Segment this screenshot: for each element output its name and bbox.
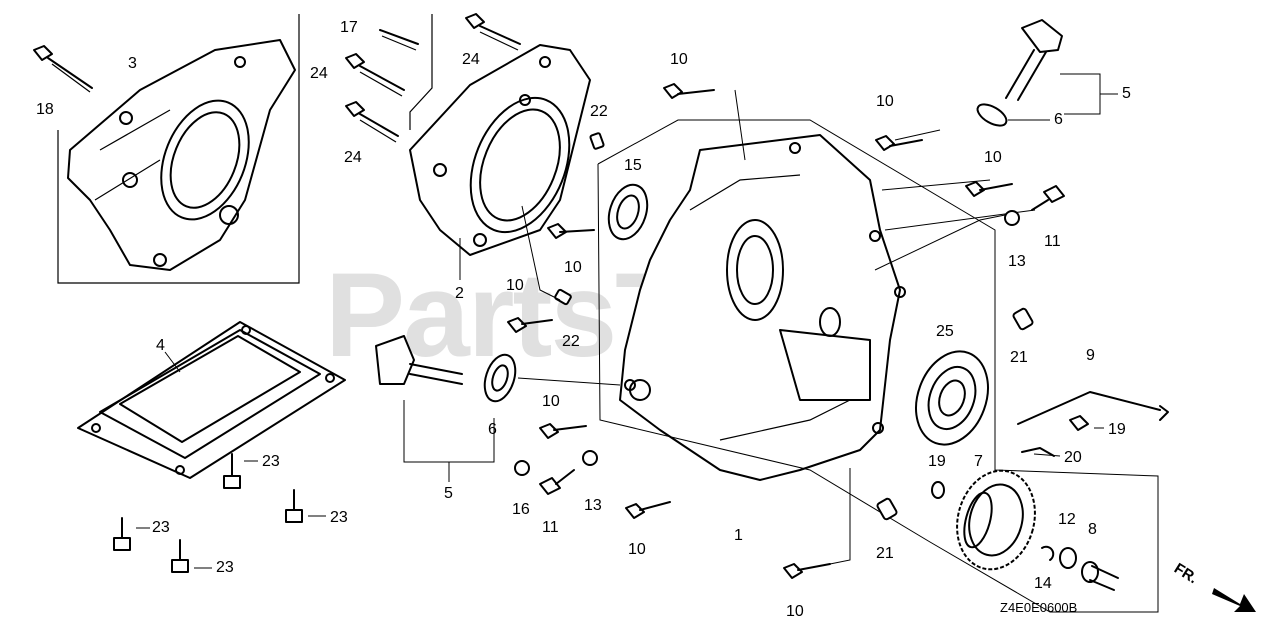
- oil-seal-6-lower: [483, 353, 517, 403]
- bolt-11-bottom: [539, 469, 575, 495]
- bolt-24-top: [465, 13, 521, 51]
- bolt-24-low: [345, 101, 399, 143]
- bolt-10-mid-left: [507, 317, 553, 333]
- base-plate-4: [77, 321, 346, 479]
- dipstick-5-lower: [375, 335, 463, 385]
- bolt-10-top: [663, 83, 715, 99]
- bolt-23-a: [223, 453, 241, 489]
- bolt-23-c: [113, 517, 131, 551]
- nut-19-right: [1069, 415, 1089, 431]
- washer-6-upper: [976, 103, 1008, 127]
- callout-13: 13: [1008, 253, 1026, 270]
- front-arrow-icon: [1212, 588, 1256, 612]
- part-3-flange: [67, 39, 296, 271]
- callout-10: 10: [506, 277, 524, 294]
- dipstick-5-upper: [1005, 19, 1063, 101]
- callout-13: 13: [584, 497, 602, 514]
- bolt-11-right: [1031, 185, 1065, 211]
- callout-5: 5: [444, 485, 453, 502]
- dowel-21-lower: [876, 497, 898, 521]
- gear-7: [956, 469, 1036, 571]
- callout-4: 4: [156, 337, 165, 354]
- callout-10: 10: [628, 541, 646, 558]
- callout-16: 16: [512, 501, 530, 518]
- bolt-18: [33, 45, 93, 93]
- callout-10: 10: [786, 603, 804, 620]
- callout-15: 15: [624, 157, 642, 174]
- arm-9: [1017, 391, 1169, 425]
- bolt-10-upper-right: [875, 135, 923, 151]
- callout-22: 22: [590, 103, 608, 120]
- callout-6: 6: [488, 421, 497, 438]
- callout-18: 18: [36, 101, 54, 118]
- bolt-23-b: [285, 489, 303, 523]
- callout-8: 8: [1088, 521, 1097, 538]
- washer-13-bottom: [582, 450, 598, 466]
- washer-12: [1059, 547, 1077, 569]
- callout-23: 23: [330, 509, 348, 526]
- diagram-code: Z4E0E0600B: [1000, 600, 1078, 615]
- callout-6: 6: [1054, 111, 1063, 128]
- crankcase-1: [619, 134, 906, 481]
- callout-22: 22: [562, 333, 580, 350]
- callout-20: 20: [1064, 449, 1082, 466]
- callout-19: 19: [928, 453, 946, 470]
- callout-19: 19: [1108, 421, 1126, 438]
- callout-23: 23: [216, 559, 234, 576]
- callout-24: 24: [462, 51, 480, 68]
- part2-frame: [409, 14, 433, 130]
- bolt-10-b: [547, 223, 595, 239]
- dowel-22-lower: [554, 288, 572, 306]
- callout-9: 9: [1086, 347, 1095, 364]
- callout-7: 7: [974, 453, 983, 470]
- pin-20: [1021, 447, 1055, 457]
- shaft-8: [1081, 561, 1119, 591]
- bolt-10-bottom-center: [783, 563, 831, 579]
- callout-23: 23: [152, 519, 170, 536]
- dowel-21-upper: [1012, 307, 1034, 331]
- callout-25: 25: [936, 323, 954, 340]
- bearing-25: [915, 350, 989, 446]
- callout-14: 14: [1034, 575, 1052, 592]
- callout-1: 1: [734, 527, 743, 544]
- dowel-22-upper: [589, 132, 605, 150]
- callout-12: 12: [1058, 511, 1076, 528]
- part3-frame: [57, 14, 300, 284]
- callout-3: 3: [128, 55, 137, 72]
- callout-10: 10: [542, 393, 560, 410]
- callout-21: 21: [876, 545, 894, 562]
- callout-11: 11: [1044, 233, 1061, 250]
- washer-19-lower: [931, 481, 945, 499]
- bolt-10-bottom: [625, 501, 671, 519]
- callout-10: 10: [564, 259, 582, 276]
- callout-21: 21: [1010, 349, 1028, 366]
- washer-16: [514, 460, 530, 476]
- callout-24: 24: [310, 65, 328, 82]
- callout-11: 11: [542, 519, 559, 536]
- part-2-flange: [409, 44, 591, 256]
- callout-2: 2: [455, 285, 464, 302]
- washer-13-right: [1004, 210, 1020, 226]
- callout-24: 24: [344, 149, 362, 166]
- callout-23: 23: [262, 453, 280, 470]
- callout-5: 5: [1122, 85, 1131, 102]
- bolt-10-lower-left: [539, 423, 587, 439]
- callout-10: 10: [984, 149, 1002, 166]
- bolt-23-d: [171, 539, 189, 573]
- oil-seal-15: [607, 183, 649, 241]
- bolt-17: [379, 29, 419, 51]
- bolt-24-mid: [345, 53, 405, 97]
- callout-10: 10: [670, 51, 688, 68]
- callout-10: 10: [876, 93, 894, 110]
- clip-14: [1041, 545, 1055, 561]
- callout-17: 17: [340, 19, 358, 36]
- bolt-10-right: [965, 181, 1013, 197]
